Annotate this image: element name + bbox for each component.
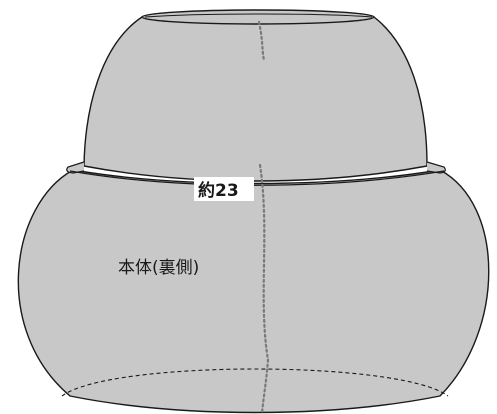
right-join-step xyxy=(426,161,446,174)
upper-center-dotted-line xyxy=(257,20,266,62)
top-opening-inner-edge xyxy=(144,13,373,18)
top-opening-ellipse xyxy=(141,9,375,25)
lower-center-dotted-line xyxy=(258,163,270,414)
bottom-opening-back-edge xyxy=(61,368,449,397)
body-part-label: 本体(裏側) xyxy=(118,257,199,278)
join-seam-line xyxy=(69,170,445,186)
measurement-label: 約23 xyxy=(198,180,239,201)
upper-body-shape xyxy=(83,12,428,182)
measurement-label-backing xyxy=(194,177,254,201)
left-join-step xyxy=(66,161,85,174)
lower-body-shape xyxy=(17,169,490,414)
